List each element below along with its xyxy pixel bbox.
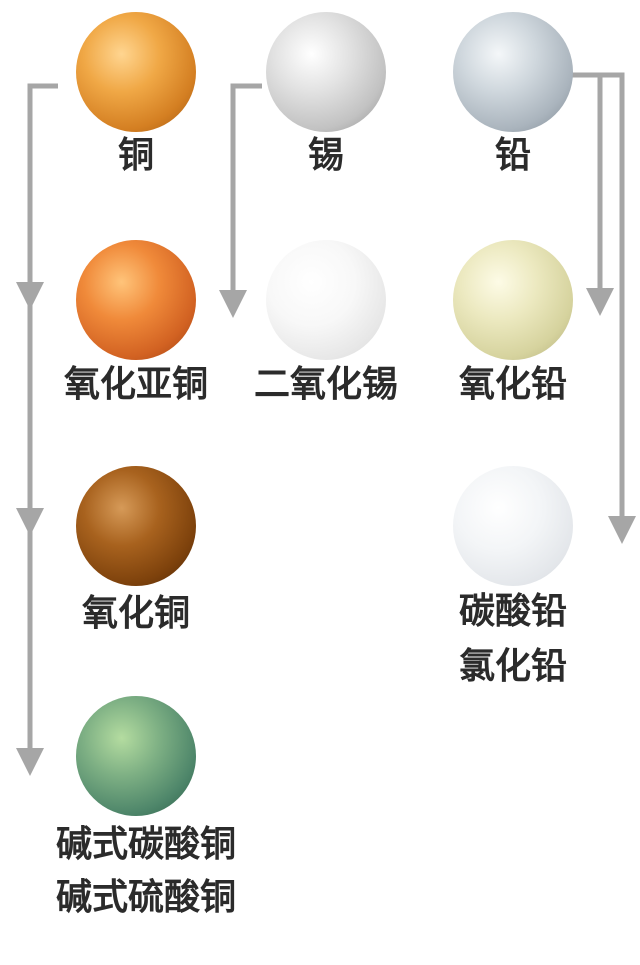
tin-arrowhead [219,290,247,318]
lead-oxide-label: 氧化铅 [458,364,567,405]
copper-arrowhead-3 [16,748,44,776]
lead-sphere [453,12,573,132]
tin-dioxide-sphere [266,240,386,360]
copper-basic-salts-sphere [76,696,196,816]
basic-copper-carbonate-label: 碱式碳酸铜 [55,824,236,865]
copper-arrowhead-2 [16,508,44,536]
lead-arrow-branch-2 [572,72,625,520]
lead-arrow-branch-1 [572,72,603,292]
copper-i-oxide-label: 氧化亚铜 [63,364,208,405]
lead-arrowhead-2 [608,516,636,544]
copper-arrow-trunk [27,83,58,770]
tin-arrow [230,83,262,295]
tin-dioxide-label: 二氧化锡 [253,364,398,405]
lead-label: 铅 [494,135,531,176]
lead-carbonate-chloride-sphere [453,466,573,586]
lead-carbonate-label: 碳酸铅 [458,591,567,632]
copper-sphere [76,12,196,132]
basic-copper-sulfate-label: 碱式硫酸铜 [55,877,236,918]
copper-i-oxide-sphere [76,240,196,360]
lead-oxide-sphere [453,240,573,360]
lead-chloride-label: 氯化铅 [458,646,567,687]
lead-arrowhead-1 [586,288,614,316]
copper-ii-oxide-sphere [76,466,196,586]
copper-ii-oxide-label: 氧化铜 [81,593,190,634]
copper-label: 铜 [117,135,154,176]
tin-label: 锡 [307,135,344,176]
tin-sphere [266,12,386,132]
copper-arrowhead-1 [16,282,44,310]
